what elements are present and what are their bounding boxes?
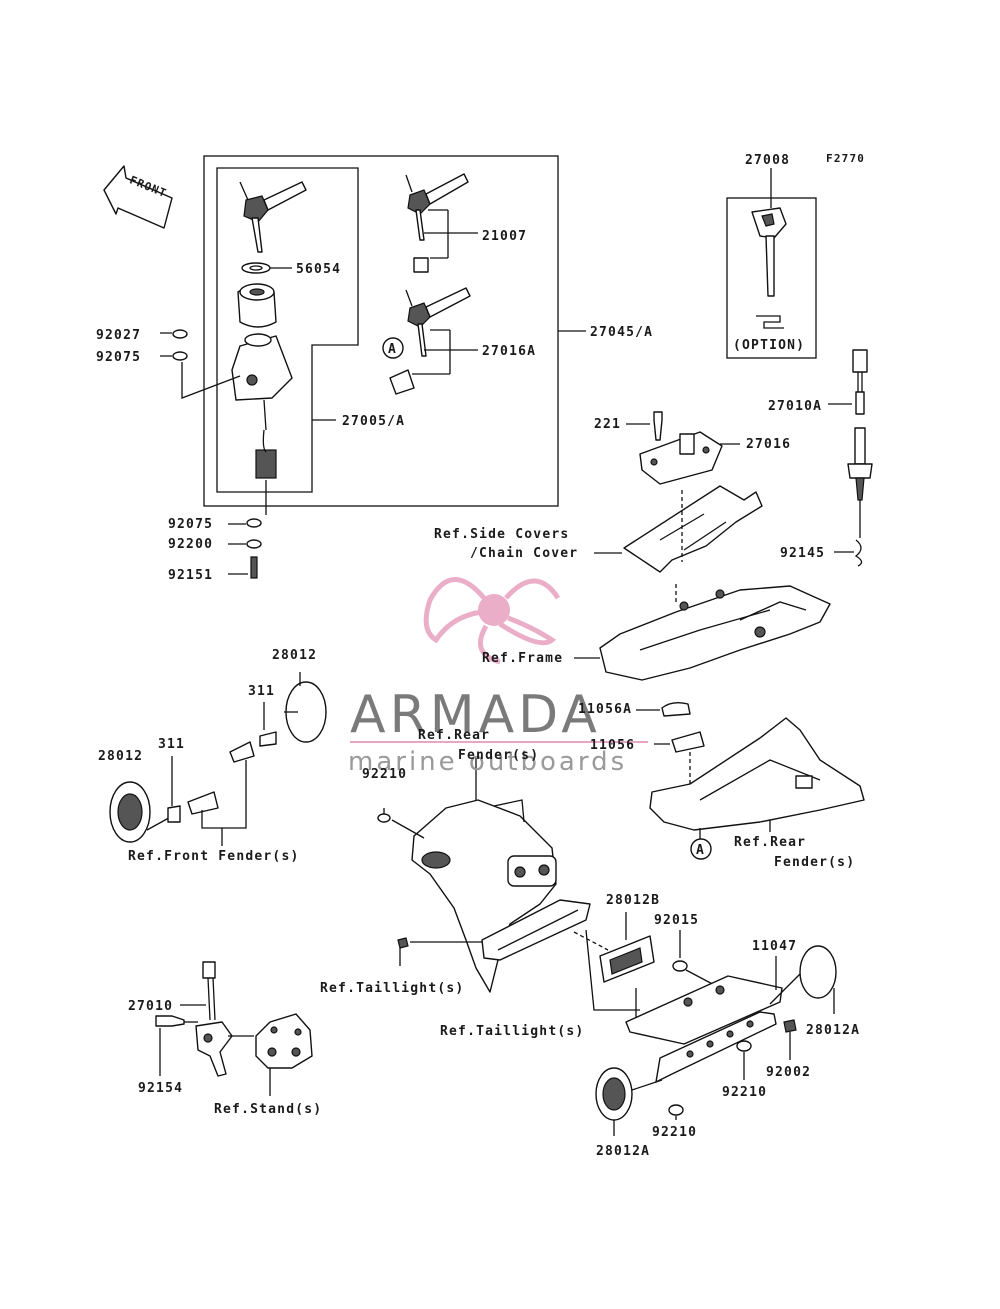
- part-11056A: 11056A: [578, 702, 632, 717]
- ref-rear-fender-right-line2: Fender(s): [774, 855, 855, 870]
- ignition-cover-icon: [237, 283, 277, 328]
- part-311-top: 311: [248, 684, 275, 699]
- part-92210-bottom: 92210: [652, 1125, 697, 1140]
- option-label: (OPTION): [733, 338, 805, 353]
- ref-taillight-left: Ref.Taillight(s): [320, 981, 464, 996]
- part-27016: 27016: [746, 437, 791, 452]
- watermark-brand: ARMADA: [350, 685, 601, 745]
- ref-rear-fender-line2: Fender(s): [458, 748, 539, 763]
- callout-a-top-icon: [382, 337, 404, 359]
- reflector-28012A-right-icon: [799, 945, 837, 999]
- ignition-switch-icon: [231, 333, 293, 479]
- ref-side-covers-line1: Ref.Side Covers: [434, 527, 569, 542]
- part-27010: 27010: [128, 999, 173, 1014]
- frame-icon: [599, 585, 831, 681]
- ref-rear-fender-right-line1: Ref.Rear: [734, 835, 806, 850]
- clip-11056A-icon: [661, 701, 691, 717]
- part-28012-left: 28012: [98, 749, 143, 764]
- part-28012A-bottom: 28012A: [596, 1144, 650, 1159]
- part-92027: 92027: [96, 328, 141, 343]
- washer-92075-icon: [172, 351, 188, 361]
- ref-side-covers-line2: /Chain Cover: [470, 546, 578, 561]
- key-21007-icon: [405, 173, 469, 273]
- part-92154: 92154: [138, 1081, 183, 1096]
- part-28012-top: 28012: [272, 648, 317, 663]
- bolt-92154-icon: [155, 1015, 185, 1027]
- callout-a-bottom-icon: [690, 838, 712, 860]
- part-92200: 92200: [168, 537, 213, 552]
- key-27016A-icon: [389, 287, 471, 395]
- part-27008: 27008: [745, 153, 790, 168]
- switch-housing-27016-icon: [639, 431, 723, 485]
- watermark-tagline: marine outboards: [348, 747, 627, 777]
- assembly-box-27005: [216, 167, 359, 493]
- clip-11056-icon: [671, 731, 705, 753]
- part-221: 221: [594, 417, 621, 432]
- part-27045A: 27045/A: [590, 325, 653, 340]
- screw-221-icon: [653, 411, 663, 441]
- ref-frame: Ref.Frame: [482, 651, 563, 666]
- part-92075-bottom: 92075: [168, 517, 213, 532]
- callout-a-bottom-label: A: [696, 843, 705, 858]
- part-92145: 92145: [780, 546, 825, 561]
- part-92151: 92151: [168, 568, 213, 583]
- nut-92210-bottom-icon: [668, 1104, 684, 1116]
- part-27010A: 27010A: [768, 399, 822, 414]
- bolt-post-right-icon: [229, 741, 255, 763]
- part-92015: 92015: [654, 913, 699, 928]
- part-28012A-right: 28012A: [806, 1023, 860, 1038]
- nut-311-top-icon: [259, 731, 277, 747]
- part-56054: 56054: [296, 262, 341, 277]
- bolt-post-left-icon: [187, 791, 219, 815]
- armada-watermark-logo: [423, 577, 561, 665]
- washer-92075b-icon: [246, 518, 262, 528]
- part-92075-top: 92075: [96, 350, 141, 365]
- washer-92200-icon: [246, 539, 262, 549]
- ref-stand: Ref.Stand(s): [214, 1102, 322, 1117]
- part-27005A: 27005/A: [342, 414, 405, 429]
- part-311-left: 311: [158, 737, 185, 752]
- sensor-27010A-icon: [847, 349, 873, 567]
- license-bracket-11047-icon: [625, 975, 783, 1083]
- nut-92015-icon: [672, 960, 688, 972]
- nut-311-left-icon: [167, 805, 181, 823]
- nut-92210-right-icon: [736, 1040, 752, 1052]
- part-11047: 11047: [752, 939, 797, 954]
- side-cover-bracket-icon: [623, 485, 763, 573]
- washer-56054-icon: [241, 262, 271, 274]
- part-92210-center: 92210: [362, 767, 407, 782]
- ref-front-fender: Ref.Front Fender(s): [128, 849, 300, 864]
- part-11056: 11056: [590, 738, 635, 753]
- part-28012B: 28012B: [606, 893, 660, 908]
- part-21007: 21007: [482, 229, 527, 244]
- front-arrow-icon: FRONT: [103, 165, 173, 229]
- nut-92027-icon: [172, 329, 188, 339]
- ref-taillight-center: Ref.Taillight(s): [440, 1024, 584, 1039]
- rear-fender-center-icon: [411, 799, 591, 993]
- bolt-92151-icon: [250, 556, 258, 579]
- stand-bracket-icon: [255, 1013, 313, 1069]
- part-27016A: 27016A: [482, 344, 536, 359]
- key-icon: [239, 181, 307, 253]
- rear-fender-right-icon: [649, 717, 865, 831]
- part-92002: 92002: [766, 1065, 811, 1080]
- option-key-icon: [751, 207, 787, 329]
- ref-rear-fender-line1: Ref.Rear: [418, 728, 490, 743]
- taillight-bolt-icon: [397, 937, 409, 949]
- nut-92210-center-icon: [377, 813, 391, 823]
- side-stand-switch-27010-icon: [195, 961, 233, 1077]
- part-92210-right: 92210: [722, 1085, 767, 1100]
- bolt-92002-icon: [783, 1019, 797, 1033]
- figure-code: F2770: [826, 152, 865, 165]
- callout-a-top-label: A: [388, 342, 397, 357]
